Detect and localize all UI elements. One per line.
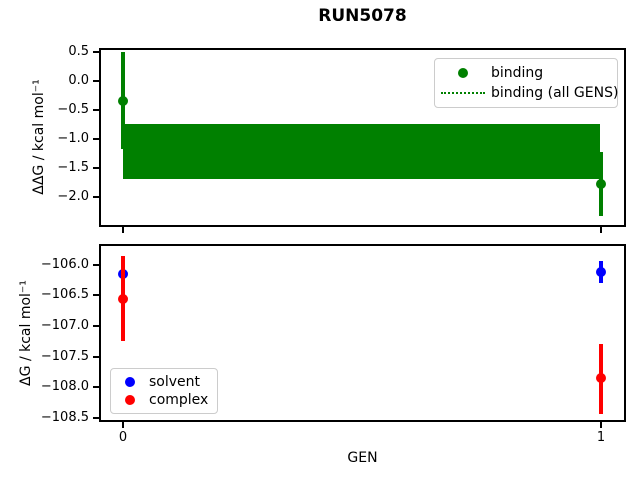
y-tick-mark (93, 264, 99, 266)
x-axis-label: GEN (347, 450, 378, 466)
y-tick-mark (93, 417, 99, 419)
dot-icon (125, 377, 135, 387)
y-tick-mark (93, 138, 99, 140)
y-tick-label: −0.5 (57, 102, 89, 117)
x-tick-mark (600, 227, 602, 233)
dotted-line-icon (441, 92, 485, 94)
legend-label: binding (all GENS) (491, 85, 619, 101)
y-tick-label: −108.5 (40, 410, 89, 425)
legend-row: binding (441, 65, 611, 81)
error-band-binding-all-gens (123, 124, 600, 179)
legend-bottom: solvent complex (110, 368, 218, 414)
y-tick-label: −107.5 (40, 349, 89, 364)
legend-dot-icon (117, 377, 143, 387)
data-point-binding-gen1 (596, 179, 606, 189)
y-tick-label: −108.0 (40, 379, 89, 394)
y-tick-mark (93, 167, 99, 169)
y-tick-label: −2.0 (57, 189, 89, 204)
legend-dotted-line-icon (441, 92, 485, 94)
legend-dot-icon (441, 68, 485, 78)
y-tick-label: −1.0 (57, 131, 89, 146)
data-point-complex-gen1 (596, 373, 606, 383)
x-tick-mark (122, 422, 124, 428)
y-tick-mark (93, 109, 99, 111)
legend-dot-icon (117, 395, 143, 405)
data-point-solvent-gen1 (596, 267, 606, 277)
y-tick-mark (93, 51, 99, 53)
y-tick-mark (93, 80, 99, 82)
x-tick-label: 1 (596, 430, 606, 445)
x-tick-mark (600, 422, 602, 428)
y-tick-mark (93, 294, 99, 296)
x-tick-mark (122, 227, 124, 233)
chart-title: RUN5078 (318, 6, 407, 26)
legend-label: solvent (149, 374, 201, 390)
legend-label: complex (149, 392, 209, 408)
legend-top: binding binding (all GENS) (434, 58, 618, 108)
y-tick-label: −106.5 (40, 287, 89, 302)
y-tick-label: −107.0 (40, 318, 89, 333)
legend-label: binding (491, 65, 544, 81)
data-point-complex-gen0 (118, 294, 128, 304)
y-tick-label: 0.0 (68, 73, 89, 88)
y-tick-mark (93, 356, 99, 358)
y-tick-mark (93, 325, 99, 327)
data-point-binding-gen0 (118, 96, 128, 106)
y-tick-label: 0.5 (68, 44, 89, 59)
y-tick-label: −1.5 (57, 160, 89, 175)
legend-row: binding (all GENS) (441, 85, 618, 101)
x-tick-label: 0 (118, 430, 128, 445)
dot-icon (125, 395, 135, 405)
legend-row: solvent (117, 374, 211, 390)
legend-row: complex (117, 392, 211, 408)
y-tick-mark (93, 386, 99, 388)
y-tick-mark (93, 196, 99, 198)
y-tick-label: −106.0 (40, 257, 89, 272)
dot-icon (458, 68, 468, 78)
